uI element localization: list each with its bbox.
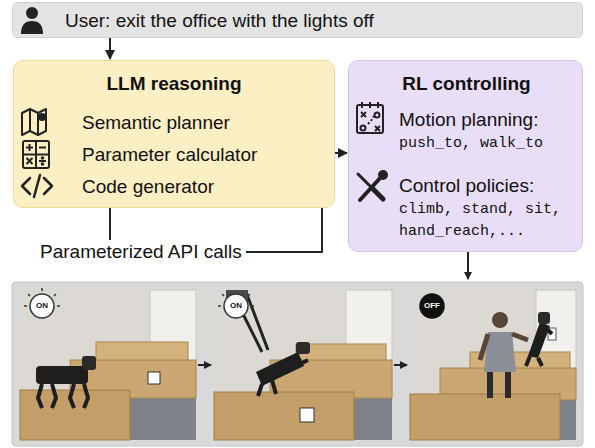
map-icon: [22, 109, 46, 135]
calculator-icon: [23, 141, 49, 168]
bulb-state: ON: [224, 301, 248, 311]
code-icon: [22, 175, 52, 197]
box-title: LLM reasoning: [24, 69, 324, 99]
module-item: Code generator: [24, 171, 324, 203]
bulb-state: ON: [30, 301, 54, 311]
box-title: RL controlling: [359, 69, 574, 99]
llm-reasoning-box: LLM reasoningSemantic plannerParameter c…: [13, 60, 335, 208]
notepad-icon: [357, 102, 383, 133]
section-heading: Control policies:: [359, 173, 574, 199]
module-item: Semantic planner: [24, 107, 324, 139]
sequence-arrow: [198, 364, 211, 366]
robot-dog: [36, 356, 96, 408]
bulb-state: OFF: [420, 301, 444, 311]
robot-dog: [256, 342, 310, 396]
module-item: Parameter calculator: [24, 139, 324, 171]
user-command: User: exit the office with the lights of…: [65, 3, 572, 39]
flow-arrow: [467, 252, 469, 279]
api-names: push_to, walk_to: [359, 133, 574, 155]
tools-icon: [358, 170, 388, 200]
api-names: climb, stand, sit, hand_reach,...: [359, 199, 574, 243]
flow-connector: [109, 38, 111, 59]
photo-2: [214, 290, 392, 440]
robot-dog: [526, 312, 552, 366]
photo-3: [410, 290, 576, 440]
photo-1: [20, 288, 196, 440]
rl-controlling-box: RL controllingMotion planning:push_to, w…: [348, 60, 583, 252]
user-icon: [21, 7, 43, 34]
photo-band: [12, 282, 583, 446]
person: [480, 312, 528, 398]
connector-label: Parameterized API calls: [36, 240, 246, 264]
sequence-arrow: [394, 364, 407, 366]
section-heading: Motion planning:: [359, 107, 574, 133]
user-command-bar: User: exit the office with the lights of…: [12, 2, 583, 38]
